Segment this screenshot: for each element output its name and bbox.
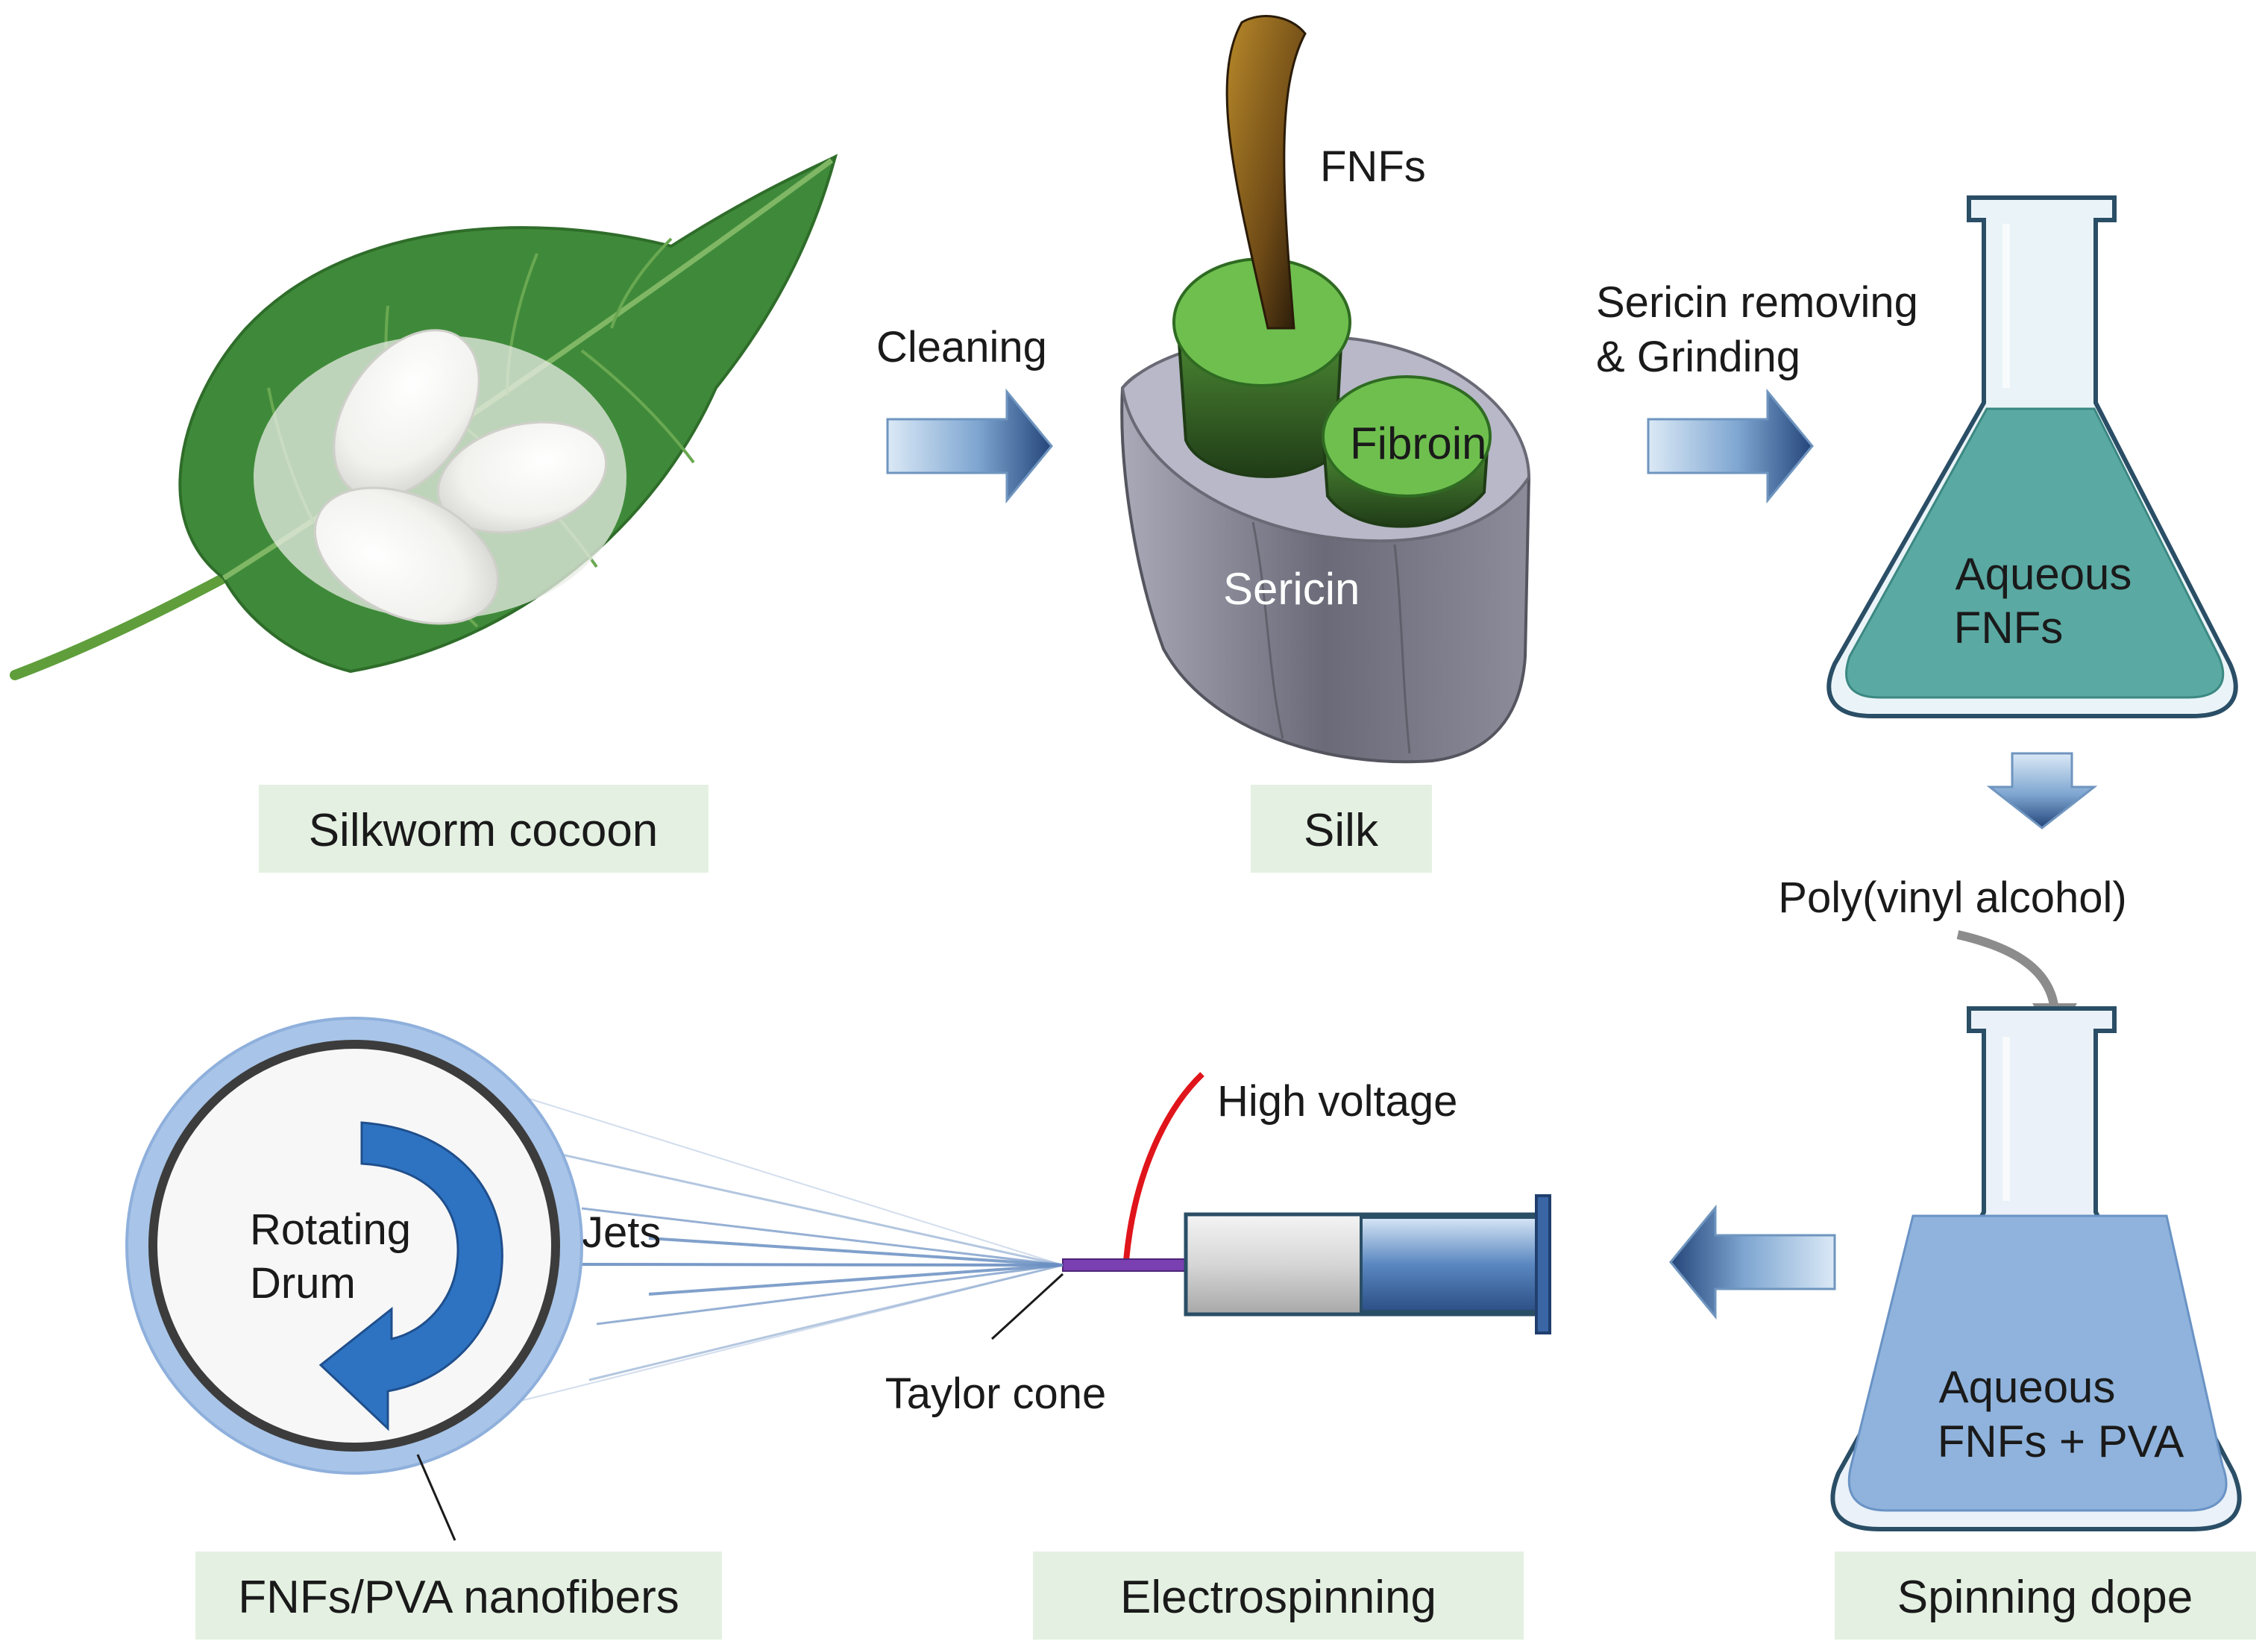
label-sericin-removing: Sericin removing <box>1596 278 1918 327</box>
label-high-voltage: High voltage <box>1217 1077 1457 1126</box>
caption-nanofibers: FNFs/PVA nanofibers <box>195 1552 722 1640</box>
arrow-cleaning: Cleaning <box>876 323 1053 504</box>
flask-aqueous-fnfs-pva: Aqueous FNFs + PVA <box>1830 1006 2242 1531</box>
label-rotating: Rotating <box>250 1205 411 1254</box>
label-taylor-cone: Taylor cone <box>885 1370 1107 1418</box>
high-voltage-wire <box>1123 1072 1204 1261</box>
caption-silkworm-cocoon-text: Silkworm cocoon <box>309 805 659 856</box>
flask2-label-line2: FNFs + PVA <box>1938 1417 2184 1466</box>
label-jets: Jets <box>582 1208 661 1257</box>
label-poly-vinyl-alcohol: Poly(vinyl alcohol) <box>1778 873 2126 922</box>
label-fibroin: Fibroin <box>1350 418 1486 468</box>
label-sericin: Sericin <box>1223 564 1360 614</box>
needle <box>1062 1258 1190 1272</box>
syringe-plunger <box>1360 1216 1549 1313</box>
cocoon <box>436 421 608 534</box>
flask2-label-line1: Aqueous <box>1939 1362 2116 1412</box>
flask-liquid <box>1847 1214 2228 1512</box>
nanofibers-pointer <box>416 1454 456 1541</box>
caption-electrospinning-text: Electrospinning <box>1120 1572 1436 1623</box>
caption-silk: Silk <box>1251 785 1432 873</box>
silk-cross-section-illustration: FNFs Fibroin Sericin <box>1120 15 1531 764</box>
rotation-arrow <box>318 1121 503 1431</box>
label-grinding: & Grinding <box>1596 333 1800 381</box>
cocoon <box>313 486 500 625</box>
leaf-with-cocoons-illustration <box>10 154 838 680</box>
caption-electrospinning: Electrospinning <box>1033 1552 1524 1640</box>
arrow-left <box>1669 1204 1836 1320</box>
fnf-fiber <box>1225 15 1307 330</box>
arrow-sericin-removing: Sericin removing & Grinding <box>1596 278 1918 504</box>
rotating-drum: Rotating Drum <box>125 1017 583 1541</box>
label-cleaning: Cleaning <box>876 323 1047 371</box>
jets <box>514 1096 1064 1403</box>
fibroin-top <box>1322 375 1492 498</box>
caption-spinning-dope: Spinning dope <box>1835 1552 2256 1640</box>
pva-addition: Poly(vinyl alcohol) <box>1778 873 2127 1041</box>
taylor-cone-pointer <box>990 1273 1064 1340</box>
leaf-stem <box>10 573 229 680</box>
flask-liquid <box>1845 407 2225 699</box>
flask1-label-line1: Aqueous <box>1956 549 2132 599</box>
plunger-handle <box>1535 1194 1551 1334</box>
arrow-down <box>1986 752 2098 829</box>
flask1-label-line2: FNFs <box>1954 603 2064 653</box>
label-drum: Drum <box>250 1259 356 1308</box>
caption-silk-text: Silk <box>1304 805 1379 856</box>
caption-spinning-dope-text: Spinning dope <box>1897 1572 2193 1623</box>
label-fnfs: FNFs <box>1320 142 1426 191</box>
flask-aqueous-fnfs: Aqueous FNFs <box>1826 195 2238 718</box>
pva-curved-arrow <box>1956 930 2059 1011</box>
syringe-setup: High voltage <box>1062 1072 1551 1334</box>
caption-nanofibers-text: FNFs/PVA nanofibers <box>238 1572 679 1623</box>
caption-silkworm-cocoon: Silkworm cocoon <box>259 785 709 873</box>
